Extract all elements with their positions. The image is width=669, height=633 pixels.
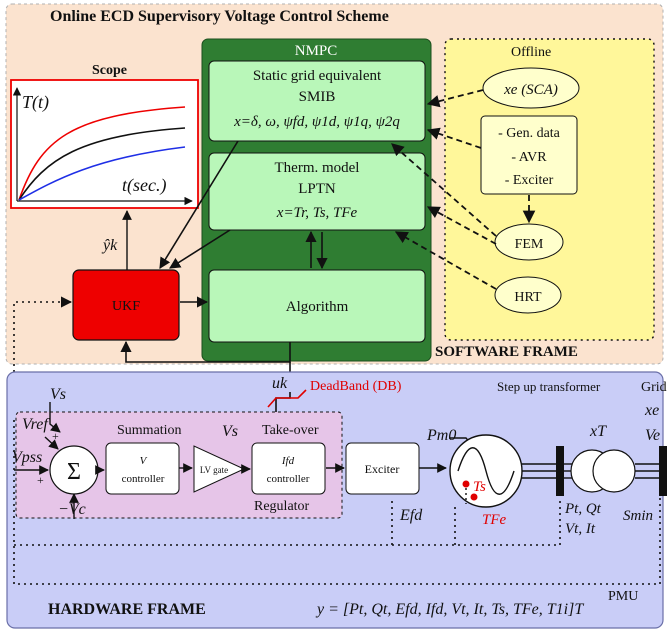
ve-label: Ve — [645, 427, 660, 444]
tfe-label: TFe — [482, 512, 507, 528]
ts-dot — [462, 480, 470, 488]
nmpc-title: NMPC — [295, 43, 338, 59]
xe-label: xe — [644, 402, 659, 419]
v-controller-line2: controller — [122, 473, 165, 485]
gen-data-line1: - Gen. data — [498, 126, 561, 141]
hrt-node — [494, 276, 562, 314]
scope-plot — [12, 87, 193, 206]
grid-bus — [659, 446, 667, 496]
regulator-label: Regulator — [254, 499, 310, 514]
hrt-label: HRT — [514, 290, 542, 305]
tfe-dot — [470, 493, 478, 501]
static-grid-block — [208, 60, 426, 142]
vi-label: Vt, It — [565, 521, 596, 537]
sca-node — [482, 67, 580, 109]
pq-label: Pt, Qt — [564, 501, 602, 517]
lv-gate-block — [193, 445, 246, 493]
hardware-frame-label: HARDWARE FRAME — [48, 601, 206, 618]
ukf-block — [72, 269, 180, 341]
xt-label: xT — [589, 423, 607, 440]
vc-label: −Vc — [58, 501, 86, 518]
thermal-model-block — [208, 152, 426, 231]
scope-box — [10, 79, 199, 209]
diagram-title: Online ECD Supervisory Voltage Control S… — [50, 8, 389, 25]
lv-gate-label: LV gate — [200, 465, 228, 475]
svg-text:+: + — [52, 429, 59, 443]
vpss-label: Vpss — [12, 449, 42, 466]
thermal-line2: LPTN — [298, 181, 336, 197]
svg-text:+: + — [37, 473, 44, 487]
gen-data-block — [480, 115, 578, 195]
scope-label: Scope — [92, 63, 127, 78]
scope-curve-black — [18, 127, 186, 201]
pmu-label: PMU — [608, 589, 638, 604]
thermal-line3: x=Tr, Ts, TFe — [276, 205, 358, 221]
control-signal-label: uk — [272, 375, 288, 392]
thermal-line1: Therm. model — [275, 160, 360, 176]
estimate-label: ŷk — [101, 237, 118, 254]
algorithm-label: Algorithm — [286, 299, 349, 315]
generator-bus — [556, 446, 564, 496]
gen-data-line3: - Exciter — [505, 173, 554, 188]
exciter-label: Exciter — [365, 462, 400, 476]
efd-label: Efd — [399, 507, 423, 524]
scope-curve-red — [18, 106, 186, 201]
algorithm-block — [208, 269, 426, 343]
sca-label: xe (SCA) — [503, 82, 558, 98]
static-grid-line1: Static grid equivalent — [253, 68, 382, 84]
grid-label: Grid — [641, 380, 667, 395]
vs-top-label: Vs — [50, 386, 66, 403]
ukf-label: UKF — [112, 299, 140, 314]
vs-mid-label: Vs — [222, 423, 238, 440]
summation-label: Summation — [117, 423, 182, 438]
scope-y-label: T(t) — [22, 92, 49, 113]
v-controller-block — [105, 442, 180, 495]
deadband-marker — [267, 389, 307, 408]
ifd-controller-block — [251, 442, 326, 495]
transformer-winding-2 — [592, 449, 636, 493]
ifd-controller-line2: controller — [267, 473, 310, 485]
ifd-controller-line1: Ifd — [281, 455, 295, 467]
scope-curve-blue — [18, 146, 186, 201]
fem-node — [494, 223, 564, 261]
static-grid-line2: SMIB — [299, 89, 336, 105]
pm0-label: Pm0 — [426, 427, 456, 444]
measurement-vector: y = [Pt, Qt, Efd, Ifd, Vt, It, Ts, TFe, … — [315, 601, 584, 618]
gen-data-line2: - AVR — [511, 150, 547, 165]
smin-label: Smin — [623, 508, 653, 524]
scope-x-label: t(sec.) — [122, 175, 166, 196]
software-frame-label: SOFTWARE FRAME — [435, 344, 578, 360]
ts-label: Ts — [473, 479, 486, 495]
offline-title: Offline — [511, 45, 551, 60]
sigma-label: Σ — [67, 459, 81, 485]
generator-sine — [457, 447, 515, 495]
vref-label: Vref — [22, 416, 50, 433]
static-grid-line3: x=δ, ω, ψfd, ψ1d, ψ1q, ψ2q — [233, 114, 400, 130]
deadband-label: DeadBand (DB) — [310, 379, 402, 394]
fem-label: FEM — [515, 237, 544, 252]
transformer-label: Step up transformer — [497, 379, 601, 394]
takeover-label: Take-over — [262, 423, 319, 438]
v-controller-line1: V — [140, 455, 148, 467]
